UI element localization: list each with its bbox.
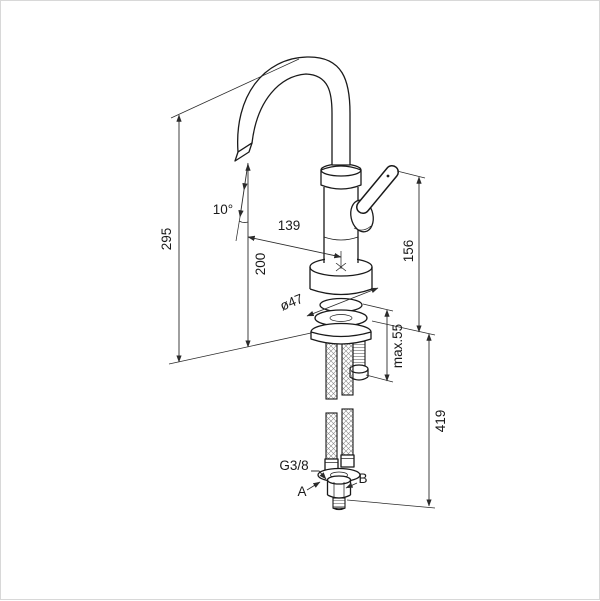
angle-arc: [238, 220, 249, 223]
spout-angle-annotation: [235, 162, 249, 242]
thread-size-label: G3/8: [279, 458, 308, 473]
spout: [237, 56, 351, 166]
spout-aerator: [234, 142, 253, 162]
leader-a: [306, 481, 321, 491]
dim-line-139: [247, 235, 342, 259]
dim-spout-reach-label: 139: [278, 218, 301, 233]
connection-b-label: B: [358, 471, 367, 486]
flow-direction-arrow-1: [242, 162, 249, 191]
hose-nut: [326, 475, 352, 499]
handle: [350, 165, 399, 233]
dim-base-diameter-label: ø47: [278, 291, 305, 314]
ext-spout-top: [170, 58, 300, 119]
dimension-lines: [176, 114, 432, 507]
extension-lines: [168, 58, 436, 509]
leader-lines: [306, 470, 358, 491]
ext-deck-right: [371, 320, 436, 336]
dim-max-mounting-thickness-label: max.55: [390, 324, 405, 368]
handle-dot: [386, 174, 390, 178]
dim-line-diameter-47: [306, 287, 379, 317]
leader-b: [345, 482, 358, 489]
dim-spout-angle-label: 10°: [213, 202, 233, 217]
mounting-flange: [310, 322, 372, 345]
ext-handle-top: [396, 170, 426, 179]
dim-body-height-label: 156: [401, 240, 416, 263]
hose-stub: [332, 497, 346, 511]
dimension-labels: 295 200 10° 139 156 ø47 max.55 419 G3/8 …: [159, 202, 448, 499]
ext-hose-end: [346, 499, 436, 509]
leader-thread: [311, 470, 327, 480]
spout-collar: [320, 163, 362, 190]
supply-hose-a: [324, 342, 339, 472]
faucet-outline: [234, 56, 399, 511]
connection-a-label: A: [297, 484, 306, 499]
dim-spout-height-label: 200: [253, 253, 268, 276]
dim-total-height-label: 295: [159, 228, 174, 251]
supply-hose-b: [340, 338, 355, 468]
flow-direction-arrow-2: [238, 189, 245, 218]
hose-b-end-fitting: [340, 454, 355, 468]
ext-stud-nut: [365, 374, 394, 383]
ext-deck-left: [168, 332, 312, 365]
flow-direction-line: [235, 216, 241, 242]
dim-hose-length-label: 419: [433, 410, 448, 433]
ext-base-underside: [362, 303, 394, 312]
